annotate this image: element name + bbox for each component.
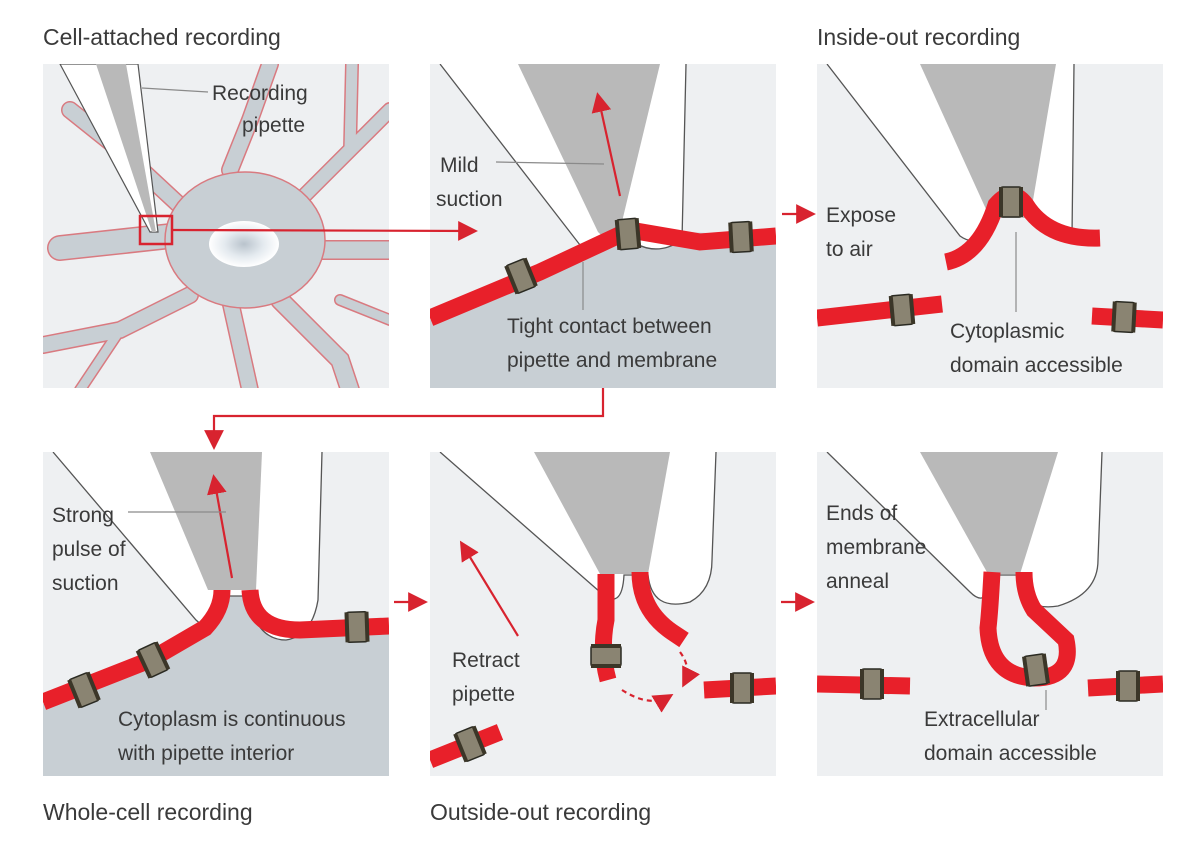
label-mild: Mild <box>440 154 479 177</box>
label-membrane: membrane <box>826 536 926 559</box>
ion-channel <box>1116 670 1140 702</box>
label-pipette: pipette <box>452 683 515 706</box>
arrow-to-whole-cell <box>204 388 605 450</box>
label-pulse-of: pulse of <box>52 538 126 561</box>
label-extracellular: Extracellular <box>924 708 1040 731</box>
membrane <box>241 589 389 639</box>
panel-cell-attached-zoom: Mild suction Tight contact between pipet… <box>430 64 776 388</box>
ion-channel <box>730 672 754 704</box>
label-suction: suction <box>52 572 119 595</box>
label-cytoplasm-continuous: Cytoplasm is continuous <box>118 708 346 731</box>
panel-inside-out: Expose to air Cytoplasmic domain accessi… <box>817 64 1163 388</box>
ion-channel <box>1022 653 1050 687</box>
membrane <box>43 589 231 710</box>
panel-cell-attached: Recording pipette <box>43 64 389 388</box>
label-tight-contact-2: pipette and membrane <box>507 349 717 372</box>
ion-channel <box>135 641 171 679</box>
label-expose: Expose <box>826 204 896 227</box>
title-whole-cell: Whole-cell recording <box>43 799 253 825</box>
membrane-patch <box>631 571 689 648</box>
pipette-interior <box>150 452 262 590</box>
label-anneal: anneal <box>826 570 889 593</box>
panel-outside-out-annealed: Ends of membrane anneal Extracellular do… <box>817 452 1163 776</box>
nucleus <box>209 221 279 267</box>
pipette-interior <box>920 64 1056 218</box>
label-tight-contact-1: Tight contact between <box>507 315 712 338</box>
ion-channel <box>614 217 642 251</box>
ion-channel <box>504 257 538 295</box>
pipette-interior <box>518 64 660 239</box>
pipette-interior <box>920 452 1058 574</box>
recording-pipette <box>59 64 159 233</box>
label-pipette-interior: with pipette interior <box>117 742 294 765</box>
cell-membrane <box>817 295 943 327</box>
label-suction: suction <box>436 188 503 211</box>
label-cytoplasmic: Cytoplasmic <box>950 320 1064 343</box>
panel-outside-out: Retract pipette <box>430 452 776 776</box>
ion-channel <box>860 668 884 700</box>
neuron-cell <box>43 64 389 388</box>
ion-channel <box>728 220 754 254</box>
ion-channel <box>999 186 1023 218</box>
panel-whole-cell: Strong pulse of suction Cytoplasm is con… <box>43 452 389 776</box>
suction-arrow <box>591 92 622 197</box>
label-domain-accessible: domain accessible <box>950 354 1123 377</box>
ion-channel <box>590 644 622 668</box>
pipette-interior <box>534 452 670 574</box>
label-recording: Recording <box>212 82 308 105</box>
arrow-zoom <box>171 221 478 241</box>
flow-arrows <box>171 204 816 612</box>
label-retract: Retract <box>452 649 520 672</box>
ion-channel <box>67 671 101 709</box>
label-ends-of: Ends of <box>826 502 897 525</box>
label-to-air: to air <box>826 238 873 261</box>
ion-channel <box>888 293 916 327</box>
label-strong: Strong <box>52 504 114 527</box>
title-inside-out: Inside-out recording <box>817 24 1020 50</box>
label-pipette: pipette <box>242 114 305 137</box>
suction-arrow <box>207 474 234 579</box>
ion-channel <box>453 725 487 763</box>
cytoplasm <box>430 230 776 388</box>
title-outside-out: Outside-out recording <box>430 799 651 825</box>
ion-channel <box>344 610 370 644</box>
retract-arrow <box>459 540 519 637</box>
label-extracellular-domain-accessible: domain accessible <box>924 742 1097 765</box>
ion-channel <box>1111 300 1137 334</box>
title-cell-attached: Cell-attached recording <box>43 24 281 50</box>
